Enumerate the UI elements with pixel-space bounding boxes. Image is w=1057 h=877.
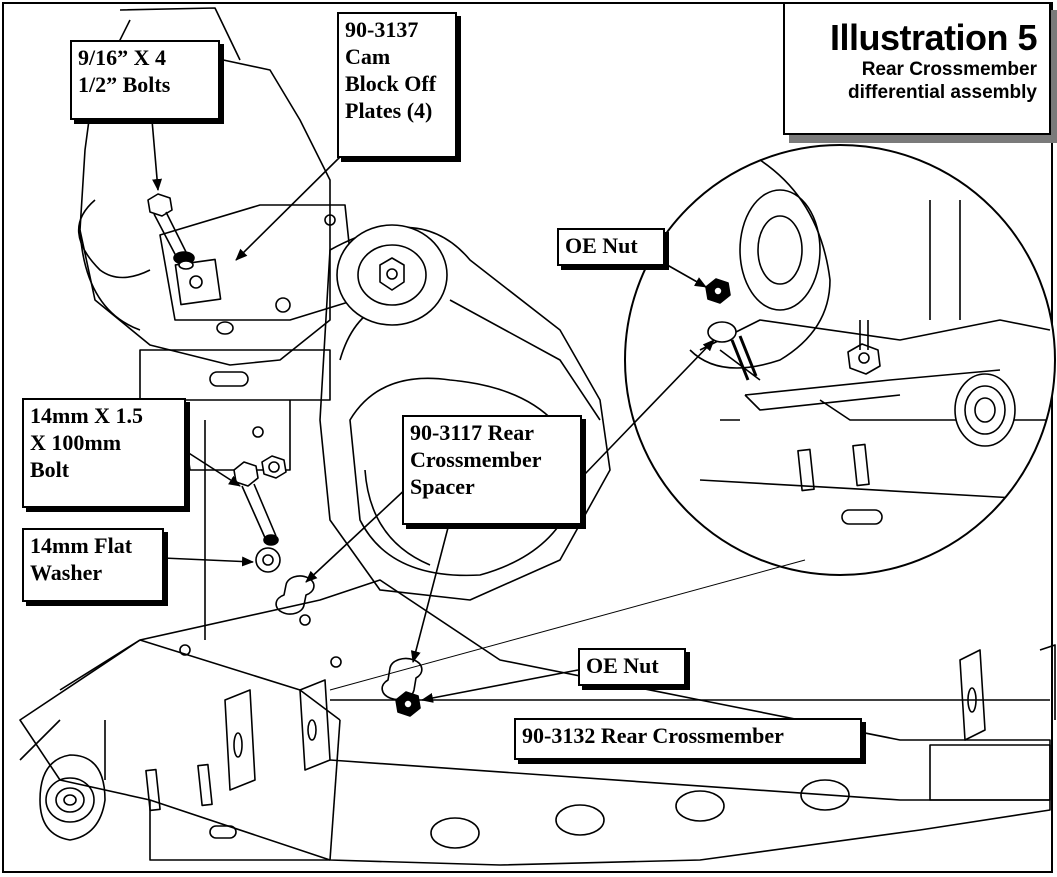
leader-lines	[151, 119, 806, 703]
line-art	[19, 7, 1056, 866]
differential-housing	[319, 224, 611, 601]
detail-washer	[707, 321, 737, 343]
callout-bolts-9-16: 9/16” X 4 1/2” Bolts	[70, 40, 220, 120]
leader-bolts	[151, 119, 163, 191]
leader-washer	[162, 556, 254, 567]
spacer-lower	[381, 657, 423, 701]
leader-zoom	[329, 559, 806, 691]
crossmember-hole-3	[675, 790, 725, 822]
leader-bolt-14mm	[183, 449, 241, 487]
callout-bolt-14mm: 14mm X 1.5 X 100mm Bolt	[22, 398, 186, 508]
illustration-subtitle-line1: Rear Crossmember	[861, 59, 1037, 80]
leader-spacer-left	[305, 484, 411, 583]
callout-flat-washer: 14mm Flat Washer	[22, 528, 164, 602]
callout-oe-nut-top: OE Nut	[557, 228, 665, 266]
callout-rear-crossmember: 90-3132 Rear Crossmember	[514, 718, 862, 760]
bushing-right	[954, 373, 1016, 447]
detail-zoom-circle	[624, 144, 1056, 576]
illustration-title-box: Illustration 5 Rear Crossmember differen…	[783, 2, 1051, 135]
callout-rear-crossmember-spacer: 90-3117 Rear Crossmember Spacer	[402, 415, 582, 525]
crossmember-hole-2	[555, 804, 605, 836]
leader-oe-nut-top	[661, 261, 707, 288]
spacer-left	[275, 575, 315, 615]
leader-spacer-lower	[410, 519, 451, 663]
bolt-9-16	[147, 193, 195, 270]
illustration-title: Illustration 5	[829, 17, 1038, 58]
bracket-loop	[77, 199, 151, 279]
crossmember-body	[19, 579, 1056, 866]
crossmember-hole-1	[430, 817, 480, 849]
illustration-subtitle-line2: differential assembly	[847, 82, 1037, 103]
callout-cam-block-off-plates: 90-3137 Cam Block Off Plates (4)	[337, 12, 457, 158]
leader-oe-nut-bottom	[421, 669, 579, 703]
callout-oe-nut-bottom: OE Nut	[578, 648, 686, 686]
bushing-left	[39, 754, 106, 841]
leader-spacer-detail	[583, 339, 715, 476]
cam-block-square	[174, 258, 222, 306]
crossmember-hole-4	[800, 779, 850, 811]
frame-rail-top-edge	[119, 7, 241, 61]
leader-cam-plate	[235, 154, 343, 261]
flat-washer	[255, 547, 281, 573]
